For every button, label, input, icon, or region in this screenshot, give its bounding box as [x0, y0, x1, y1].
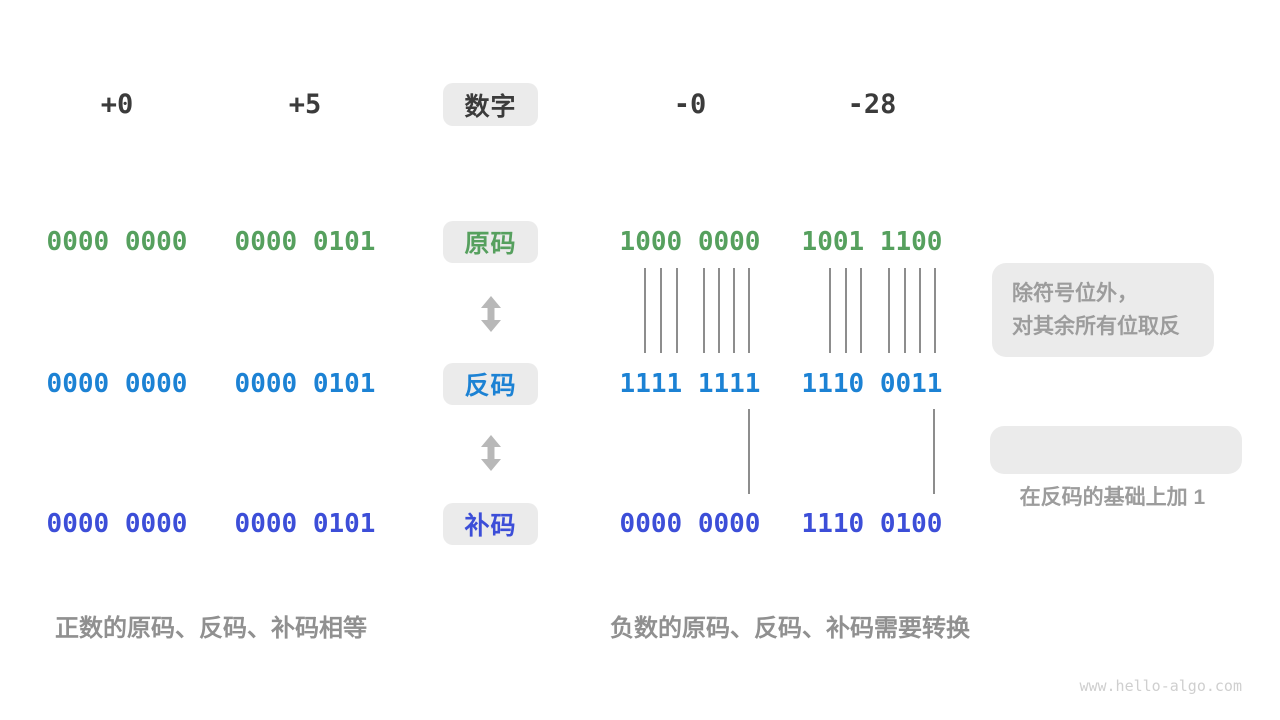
- sign-magnitude-minus28: 1001 1100: [801, 227, 943, 257]
- header-minus-0: -0: [673, 89, 707, 120]
- ones-complement-minus28: 1110 0011: [801, 369, 943, 399]
- header-minus-28: -28: [847, 89, 897, 120]
- twos-complement-minus28: 1110 0100: [801, 509, 943, 539]
- twos-complement-label: 补码: [464, 512, 517, 540]
- sign-magnitude-label: 原码: [464, 230, 517, 258]
- flip-annotation-box: 除符号位外， 对其余所有位取反: [992, 263, 1214, 357]
- ones-complement-label-box: 反码: [443, 363, 538, 405]
- updown-arrow-icon: [481, 296, 501, 332]
- header-plus-5: +5: [288, 89, 322, 120]
- header-plus-0: +0: [100, 89, 134, 120]
- bit-flip-line: [904, 268, 906, 353]
- updown-arrow-icon: [481, 435, 501, 471]
- sign-magnitude-minus0: 1000 0000: [619, 227, 761, 257]
- twos-complement-minus0: 0000 0000: [619, 509, 761, 539]
- bit-flip-line: [703, 268, 705, 353]
- bit-flip-line: [660, 268, 662, 353]
- add-one-annotation: 在反码的基础上加 1: [1019, 486, 1206, 509]
- flip-annotation-line2: 对其余所有位取反: [1012, 315, 1180, 338]
- add-one-annotation-box: 在反码的基础上加 1: [990, 426, 1242, 509]
- flip-annotation-line1: 除符号位外，: [1012, 282, 1138, 305]
- twos-complement-plus5: 0000 0101: [234, 509, 376, 539]
- bit-flip-line: [748, 268, 750, 353]
- negative-numbers-caption: 负数的原码、反码、补码需要转换: [610, 615, 970, 642]
- digit-label: 数字: [464, 92, 517, 121]
- ones-complement-plus0: 0000 0000: [46, 369, 188, 399]
- bit-flip-line: [888, 268, 890, 353]
- ones-complement-plus5: 0000 0101: [234, 369, 376, 399]
- bit-flip-line: [676, 268, 678, 353]
- digit-label-box: 数字: [443, 83, 538, 126]
- twos-complement-plus0: 0000 0000: [46, 509, 188, 539]
- site-watermark: www.hello-algo.com: [1079, 677, 1242, 695]
- ones-complement-minus0: 1111 1111: [619, 369, 761, 399]
- bit-flip-line: [829, 268, 831, 353]
- bit-flip-line: [934, 268, 936, 353]
- ones-complement-label: 反码: [464, 372, 517, 400]
- sign-magnitude-plus5: 0000 0101: [234, 227, 376, 257]
- bit-flip-line: [860, 268, 862, 353]
- sign-magnitude-plus0: 0000 0000: [46, 227, 188, 257]
- bit-flip-line: [718, 268, 720, 353]
- bit-flip-line: [845, 268, 847, 353]
- add-one-line: [933, 409, 935, 494]
- bit-flip-line: [733, 268, 735, 353]
- add-one-line: [748, 409, 750, 494]
- bit-flip-line: [644, 268, 646, 353]
- twos-complement-label-box: 补码: [443, 503, 538, 545]
- positive-numbers-caption: 正数的原码、反码、补码相等: [55, 615, 367, 642]
- sign-magnitude-label-box: 原码: [443, 221, 538, 263]
- bit-flip-line: [919, 268, 921, 353]
